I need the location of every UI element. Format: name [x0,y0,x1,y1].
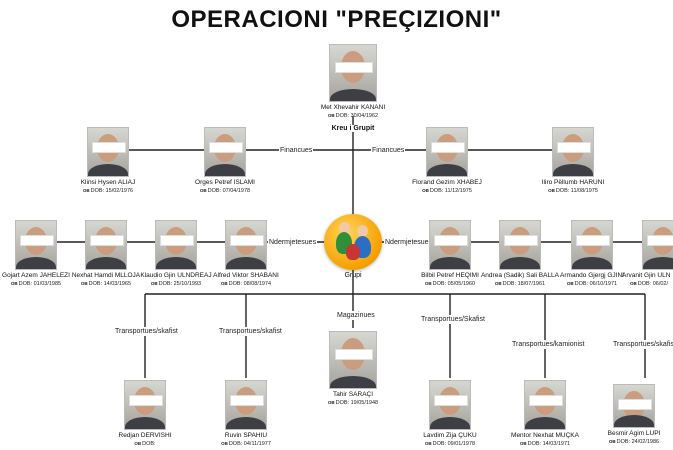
chart-title: OPERACIONI "PREÇIZIONI" [171,6,502,33]
person-photo [499,220,541,270]
group-icon [324,214,382,270]
person-photo [15,220,57,270]
person-dob: OBDOB: 30/04/1962 [327,113,379,119]
person-name: Orges Petref ISLAMI [195,179,255,186]
person-dob: OBDOB: 15/02/1976 [82,188,134,194]
person-dob: OBDOB: 25/10/1993 [150,281,202,287]
edge-label-financues-left: Financues [279,146,314,155]
person-intermediary: Arvanit Gjin ULN OBDOB: 06/02/ [600,220,673,288]
person-dob: OBDOB: [134,441,156,447]
person-dob: OBDOB: 09/01/1978 [424,441,476,447]
person-transporter: Lavdim Zija ÇUKU OBDOB: 09/01/1978 [400,380,500,448]
person-dob: OBDOB: 18/07/1961 [494,281,546,287]
edge-label-ndermjetesues-left: Ndermjetesues [268,238,318,247]
group-label: Grupi [344,272,362,279]
person-name: Tahir SARAÇI [332,391,374,398]
person-intermediary: Nexhat Hamdi MLLOJA OBDOB: 14/03/1965 [56,220,156,288]
person-name: Besmir Agim LUPI [607,430,661,437]
person-name: Armando Gjergj GJINI [560,272,624,279]
person-photo [642,220,673,270]
person-transporter: Ruvin SPAHIU OBDOB: 04/11/1977 [196,380,296,448]
person-photo [155,220,197,270]
person-photo [225,380,267,430]
person-name: Iliro Pëllumb HARUNI [541,179,605,186]
person-transporter: Mentor Nexhat MUÇKA OBDOB: 14/03/1971 [495,380,595,448]
edge-label-transport-6: Transportues/skafist [612,340,673,349]
person-dob: OBDOB: 06/02/ [630,281,669,287]
person-name: Nexhat Hamdi MLLOJA [71,272,141,279]
person-photo [204,127,246,177]
person-name: Alfred Viktor SHABANI [213,272,279,279]
person-transporter: Redjan DERVISHI OBDOB: [95,380,195,448]
person-name: Met Xhevahir KANANI [320,104,386,111]
person-financier: Orges Petref ISLAMI OBDOB: 07/04/1978 [175,127,275,195]
person-name: Florand Gezim XHABEJ [412,179,482,186]
person-financier: Iliro Pëllumb HARUNI OBDOB: 11/08/1975 [523,127,623,195]
person-dob: OBDOB: 08/08/1974 [220,281,272,287]
person-dob: OBDOB: 04/11/1977 [221,441,271,447]
edge-label-financues-right: Financues [371,146,406,155]
person-photo [124,380,166,430]
person-financier: Florand Gezim XHABEJ OBDOB: 11/12/1975 [397,127,497,195]
person-photo [552,127,594,177]
person-dob: OBDOB: 11/12/1975 [422,188,472,194]
person-name: Redjan DERVISHI [118,432,172,439]
person-name: Bilbil Petref HEQIMI [421,272,479,279]
person-photo [85,220,127,270]
person-intermediary: Andrea (Sadik) Sali BALLA OBDOB: 18/07/1… [470,220,570,288]
person-dob: OBDOB: 19/05/1948 [327,400,379,406]
person-financier: Klinsi Hysen ALIAJ OBDOB: 15/02/1976 [58,127,158,195]
person-dob: OBDOB: 14/03/1965 [80,281,132,287]
person-intermediary: Gojart Azem JAHELEZI OBDOB: 01/03/1985 [0,220,86,288]
edge-label-ndermjetesues-right: Ndermjetesues [384,238,434,247]
person-warehouse-keeper: Tahir SARAÇI OBDOB: 19/05/1948 [303,331,403,407]
person-photo [571,220,613,270]
person-name: Arvanit Gjin ULN [622,272,671,279]
person-intermediary: Alfred Viktor SHABANI OBDOB: 08/08/1974 [196,220,296,288]
person-photo [429,220,471,270]
person-intermediary: Bilbil Petref HEQIMI OBDOB: 05/05/1960 [400,220,500,288]
person-name: Andrea (Sadik) Sali BALLA [480,272,560,279]
person-dob: OBDOB: 11/08/1975 [548,188,598,194]
person-dob: OBDOB: 24/02/1986 [608,439,660,445]
person-name: Mentor Nexhat MUÇKA [511,432,579,439]
person-dob: OBDOB: 05/05/1960 [424,281,476,287]
person-intermediary: Klaudio Gjin ULNDREAJ OBDOB: 25/10/1993 [126,220,226,288]
person-transporter: Besmir Agim LUPI OBDOB: 24/02/1986 [595,384,673,446]
person-photo [329,331,377,389]
person-photo [426,127,468,177]
person-name: Klinsi Hysen ALIAJ [80,179,136,186]
person-dob: OBDOB: 14/03/1971 [519,441,571,447]
edge-label-magazinues: Magazinues [336,311,376,320]
person-leader: Met Xhevahir KANANI OBDOB: 30/04/1962 [303,44,403,120]
edge-label-transport-1: Transportues/skafist [114,327,179,336]
person-photo [429,380,471,430]
person-dob: OBDOB: 06/10/1971 [566,281,618,287]
person-photo [329,44,377,102]
person-photo [613,384,655,428]
person-photo [225,220,267,270]
person-dob: OBDOB: 01/03/1985 [10,281,62,287]
person-intermediary: Armando Gjergj GJINI OBDOB: 06/10/1971 [542,220,642,288]
person-name: Klaudio Gjin ULNDREAJ [140,272,212,279]
person-name: Lavdim Zija ÇUKU [423,432,477,439]
edge-label-transport-4: Transportues/Skafist [420,315,486,324]
edge-label-transport-2: Transportues/skafist [218,327,283,336]
person-name: Gojart Azem JAHELEZI [2,272,70,279]
person-photo [87,127,129,177]
person-photo [524,380,566,430]
person-dob: OBDOB: 07/04/1978 [199,188,251,194]
leader-role-label: Kreu i Grupit [323,125,383,132]
person-name: Ruvin SPAHIU [224,432,268,439]
edge-label-transport-kamionist: Transportues/kamionist [511,340,586,349]
